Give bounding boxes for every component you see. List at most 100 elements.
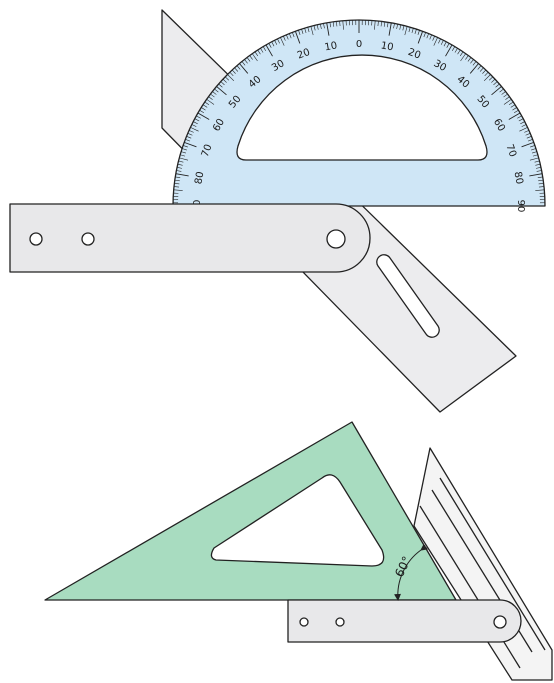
protractor-tick — [339, 20, 341, 27]
protractor-tick — [277, 38, 280, 44]
protractor-tick — [194, 118, 200, 122]
protractor-tick — [289, 33, 292, 39]
protractor-tick — [191, 124, 197, 127]
protractor-tick — [216, 86, 227, 96]
protractor-scale-label: 90 — [515, 200, 526, 213]
protractor-tick — [538, 183, 544, 185]
pivot-hole — [326, 229, 346, 249]
protractor-tick — [176, 170, 182, 172]
protractor-tick — [188, 130, 194, 133]
protractor-tick — [521, 141, 534, 148]
protractor-tick — [512, 107, 517, 111]
protractor-scale-label: 20 — [406, 47, 422, 62]
straightedge-groove — [439, 477, 546, 651]
protractor-tick — [265, 44, 273, 57]
protractor-tick — [535, 189, 545, 191]
protractor-tick — [292, 32, 295, 38]
protractor-tick — [499, 88, 504, 93]
protractor-scale-label: 70 — [503, 143, 518, 159]
protractor-tick — [438, 38, 441, 44]
protractor-tick — [316, 24, 319, 30]
protractor-tick — [404, 26, 408, 36]
protractor-scale-label: 10 — [324, 40, 338, 53]
protractor-tick — [244, 59, 248, 64]
protractor-tick — [465, 55, 469, 60]
protractor-tick — [183, 145, 188, 148]
protractor-tick — [304, 28, 307, 33]
protractor-tick — [451, 46, 456, 52]
protractor-tick — [396, 23, 398, 30]
protractor-tick — [374, 20, 376, 30]
blade-slot — [376, 254, 440, 338]
protractor-tick — [488, 76, 494, 81]
protractor-scale — [173, 20, 545, 207]
protractor-tick — [204, 101, 210, 106]
protractor-tick — [538, 179, 544, 182]
protractor-tick — [214, 88, 219, 93]
protractor-tick — [433, 37, 438, 46]
protractor-tick — [231, 69, 236, 74]
protractor-tick — [178, 160, 184, 163]
protractor-tick — [310, 26, 314, 36]
protractor-tick — [329, 22, 331, 28]
protractor-tick — [186, 136, 192, 139]
protractor-tick — [377, 20, 379, 27]
protractor-tick — [508, 101, 514, 106]
angle-arc — [394, 543, 428, 601]
protractor-tick — [274, 40, 278, 45]
protractor-tick — [399, 24, 402, 30]
protractor-tick — [524, 130, 530, 133]
protractor-tick — [532, 151, 537, 154]
protractor-tick — [185, 139, 191, 142]
protractor-tick — [423, 32, 426, 38]
protractor-tick — [175, 176, 181, 178]
protractor-scale-label: 80 — [193, 171, 206, 185]
pivot-hole — [493, 615, 507, 629]
protractor-tick — [414, 29, 417, 34]
protractor-tick — [440, 40, 444, 45]
protractor-tick — [246, 57, 251, 62]
protractor-scale-label: 20 — [296, 47, 312, 62]
protractor-tick — [534, 160, 540, 163]
protractor-tick — [332, 21, 335, 27]
protractor-tick — [495, 83, 500, 88]
protractor-tick — [252, 53, 258, 62]
protractor-arm — [287, 599, 522, 643]
protractor-tick — [239, 63, 249, 74]
protractor-tick — [426, 33, 429, 39]
protractor-tick — [443, 41, 447, 47]
protractor-tick — [531, 148, 536, 151]
protractor-tick — [518, 118, 524, 122]
protractor-tick — [491, 86, 502, 96]
protractor-tick — [467, 57, 472, 62]
protractor-tick — [336, 21, 338, 27]
protractor-tick — [538, 186, 545, 188]
protractor-tick — [479, 67, 484, 72]
protractor-tick — [529, 157, 539, 161]
protractor-tick — [229, 71, 234, 77]
protractor-tick — [417, 31, 424, 44]
protractor-tick — [470, 59, 474, 64]
protractor-tick — [236, 65, 241, 70]
protractor-tick — [432, 35, 435, 41]
protractor-tick — [483, 74, 491, 82]
set-square-assembly: 60° — [44, 421, 553, 681]
protractor-tick — [320, 23, 322, 30]
protractor-tick — [342, 20, 344, 30]
protractor-tick — [196, 115, 201, 119]
protractor-tick — [402, 25, 405, 31]
protractor-assembly: 0101020203030404050506060707080809090 — [9, 9, 546, 413]
protractor-cutout — [236, 54, 488, 161]
protractor-tick — [493, 81, 498, 86]
protractor-tick — [224, 76, 230, 81]
protractor-tick — [271, 41, 275, 47]
protractor-tick — [193, 121, 198, 125]
protractor-tick — [505, 96, 510, 100]
protractor-tick — [187, 133, 193, 136]
protractor-tick — [513, 109, 519, 114]
protractor-tick — [383, 21, 386, 27]
protractor-tick — [491, 78, 496, 83]
protractor-tick — [460, 53, 466, 62]
protractor-tick — [268, 43, 272, 48]
protractor-scale-labels: 0101020203030404050506060707080809090 — [192, 39, 526, 212]
